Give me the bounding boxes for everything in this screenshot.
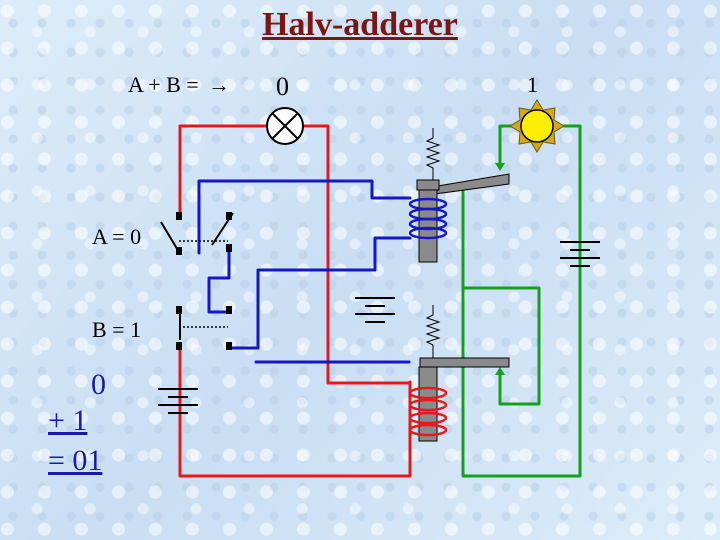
relay-coil-icon bbox=[408, 197, 448, 240]
equation-label: A + B = bbox=[128, 72, 199, 97]
arrow-icon: → bbox=[208, 72, 230, 97]
sum-line-3: = 01 bbox=[48, 444, 103, 477]
blue-wire bbox=[197, 179, 412, 364]
sum-line-1: 0 bbox=[91, 368, 106, 401]
page-title: Halv-adderer bbox=[262, 6, 458, 43]
spring-icon bbox=[425, 128, 441, 180]
relay-core bbox=[416, 179, 440, 263]
relay-coil-icon bbox=[408, 386, 448, 437]
sum-line-2: + 1 bbox=[48, 404, 88, 437]
input-b-label: B = 1 bbox=[92, 317, 142, 342]
lamp-on-icon bbox=[509, 99, 565, 153]
lamp-off-icon bbox=[266, 107, 304, 145]
lamp-on-value: 1 bbox=[527, 72, 538, 97]
spring-icon bbox=[425, 305, 441, 358]
lamp-off-value: 0 bbox=[276, 72, 289, 101]
arrow-icon bbox=[495, 367, 505, 375]
arrow-icon bbox=[495, 163, 505, 171]
switch-icon bbox=[160, 212, 234, 255]
relay-armature bbox=[419, 357, 510, 368]
battery-icon bbox=[158, 388, 198, 414]
relay-core bbox=[418, 366, 438, 442]
input-a-label: A = 0 bbox=[92, 224, 142, 249]
green-wire bbox=[461, 124, 582, 478]
battery-icon bbox=[560, 241, 600, 267]
red-wire bbox=[178, 124, 412, 478]
battery-icon bbox=[355, 297, 395, 323]
switch-icon bbox=[176, 306, 232, 350]
